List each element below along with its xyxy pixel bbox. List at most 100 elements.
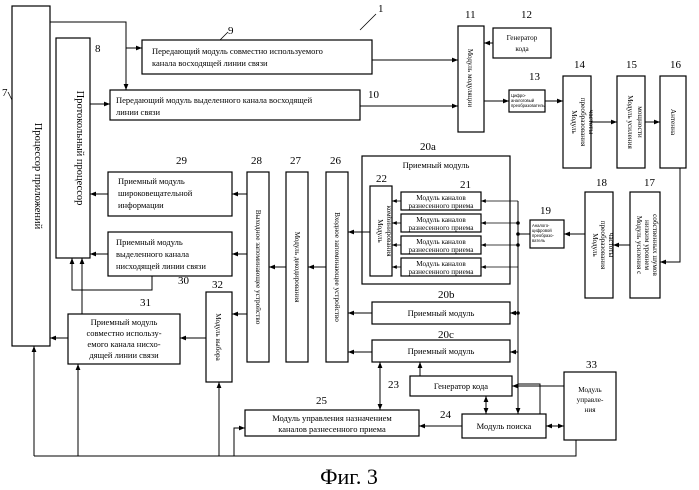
ref-7: 7	[2, 87, 8, 99]
ref-15: 15	[626, 59, 638, 71]
ref-1: 1	[378, 3, 384, 15]
div-ctrl-label-2: каналов разнесенного приема	[278, 424, 386, 434]
tx-dedicated-label-1: Передающий модуль выделенного канала вос…	[116, 95, 313, 105]
ref-11: 11	[465, 9, 476, 21]
div-ctrl-label-1: Модуль управления назначением	[272, 413, 392, 423]
rx-module-20c-block: Приемный модуль	[372, 340, 510, 362]
ref-16: 16	[670, 59, 682, 71]
rx-broadcast-block: Приемный модуль широковещательной информ…	[108, 172, 232, 216]
ref-30: 30	[178, 275, 190, 287]
ref-31: 31	[140, 297, 151, 309]
figure-caption: Фиг. 3	[320, 464, 378, 489]
ref-14: 14	[574, 59, 586, 71]
rx-broadcast-label-3: информации	[118, 200, 164, 210]
ref-25: 25	[316, 395, 328, 407]
tx-shared-label-2: канала восходящей линии связи	[152, 58, 268, 68]
code-gen-bottom-label: Генератор кода	[434, 381, 488, 391]
rx-module-20b-block: Приемный модуль	[372, 302, 510, 324]
code-generator-top-block: Генератор кода	[493, 28, 551, 58]
tx-dedicated-channel-block: Передающий модуль выделенного канала вос…	[110, 90, 360, 120]
protocol-processor-block: Протокольный процессор	[56, 38, 90, 258]
ref-27: 27	[290, 155, 302, 167]
rx-dedicated-block: Приемный модуль выделенного канала нисхо…	[108, 232, 232, 276]
rx-broadcast-label-2: широковещательной	[118, 188, 193, 198]
rx-shared-label-4: дящей линии связи	[89, 350, 159, 360]
ref-18: 18	[596, 177, 608, 189]
control-label-1: Модуль	[578, 386, 602, 394]
rx-20c-label: Приемный модуль	[408, 346, 475, 356]
rx-20b-label: Приемный модуль	[408, 308, 475, 318]
rx-module-20a-title: Приемный модуль	[403, 160, 470, 170]
diversity-2-label-2: разнесенного приема	[409, 224, 475, 232]
ref-33: 33	[586, 359, 598, 371]
diversity-2-label-1: Модуль каналов	[416, 216, 466, 224]
selector-label: Модуль выбора	[214, 313, 222, 361]
rx-dedicated-label-2: выделенного канала	[116, 249, 189, 259]
modulator-label: Модуль модуляции	[466, 49, 474, 108]
rx-shared-label-2: совместно использу-	[86, 328, 161, 338]
control-block: Модуль управле- ния	[564, 372, 616, 440]
combiner-label-1: Модуль	[376, 219, 384, 243]
output-buffer-label: Выходное запоминающее устройство	[254, 210, 262, 325]
antenna-label: Антенна	[669, 109, 677, 136]
ref-26: 26	[330, 155, 342, 167]
selector-block: Модуль выбора	[206, 292, 232, 382]
search-label: Модуль поиска	[477, 421, 532, 431]
ref-8: 8	[95, 43, 101, 55]
code-generator-bottom-block: Генератор кода	[410, 376, 512, 396]
antenna-block: Антенна	[660, 76, 686, 168]
input-buffer-label: Входное запоминающее устройство	[333, 212, 341, 322]
ref-20c: 20c	[438, 329, 454, 341]
code-gen-top-label-1: Генератор	[507, 34, 538, 42]
tx-dedicated-label-2: линии связи	[116, 107, 161, 117]
dac-label-3: преобразователь	[511, 103, 545, 108]
rx-shared-label-1: Приемный модуль	[91, 317, 158, 327]
freq-conv-tx-block: Модуль преобразования частоты	[563, 76, 595, 168]
diversity-3-label-2: разнесенного приема	[409, 246, 475, 254]
tx-shared-channel-block: Передающий модуль совместно используемог…	[142, 40, 372, 74]
control-label-2: управле-	[577, 396, 604, 404]
app-processor-label: Процессор приложений	[32, 123, 43, 230]
diversity-4-label-2: разнесенного приема	[409, 268, 475, 276]
lna-block: Модуль усиления с низким уровнем собстве…	[630, 192, 660, 298]
search-block: Модуль поиска	[462, 414, 546, 438]
adc-block: Аналого- цифровой преобразо- ватель	[530, 220, 564, 248]
tx-shared-label-1: Передающий модуль совместно используемог…	[152, 46, 323, 56]
ref-28: 28	[251, 155, 263, 167]
ref-12: 12	[521, 9, 532, 21]
app-processor-block: Процессор приложений	[12, 6, 50, 346]
freq-conv-rx-label-1: Модуль	[591, 233, 599, 257]
ref-23: 23	[388, 379, 400, 391]
decoder-label: Модуль декодирования	[293, 232, 301, 303]
power-amp-label-2: мощности	[636, 106, 644, 138]
modulator-block: Модуль модуляции	[458, 26, 484, 132]
lna-label-1: Модуль усиления с	[635, 216, 643, 275]
rx-shared-label-3: емого канала нисхо-	[87, 339, 160, 349]
input-buffer-block: Входное запоминающее устройство	[326, 172, 348, 362]
ref-19: 19	[540, 205, 552, 217]
ref-17: 17	[644, 177, 656, 189]
decoder-block: Модуль декодирования	[286, 172, 308, 362]
lna-label-3: собственных шумов	[651, 214, 659, 276]
ref-10: 10	[368, 89, 380, 101]
output-buffer-block: Выходное запоминающее устройство	[247, 172, 269, 362]
ref-20b: 20b	[438, 289, 455, 301]
adc-label-4: ватель	[532, 238, 546, 243]
code-gen-top-label-2: кода	[515, 45, 529, 53]
diversity-4-label-1: Модуль каналов	[416, 260, 466, 268]
freq-conv-rx-label-2: преобразования	[599, 221, 607, 270]
dac-block: Цифро- аналоговый преобразователь	[509, 90, 545, 112]
ref-22: 22	[376, 173, 387, 185]
diversity-3-label-1: Модуль каналов	[416, 238, 466, 246]
diversity-control-block: Модуль управления назначением каналов ра…	[245, 410, 419, 436]
ref-21: 21	[460, 179, 471, 191]
power-amp-block: Модуль усиления мощности	[617, 76, 645, 168]
ref-20a: 20a	[420, 141, 436, 153]
rx-dedicated-label-3: нисходящей линии связи	[116, 261, 206, 271]
protocol-processor-label: Протокольный процессор	[74, 91, 85, 206]
rx-shared-block: Приемный модуль совместно использу- емог…	[68, 314, 180, 364]
ref-32: 32	[212, 279, 223, 291]
lna-label-2: низким уровнем	[643, 220, 651, 270]
freq-conv-tx-label-2: преобразования	[579, 98, 587, 147]
ref-24: 24	[440, 409, 452, 421]
